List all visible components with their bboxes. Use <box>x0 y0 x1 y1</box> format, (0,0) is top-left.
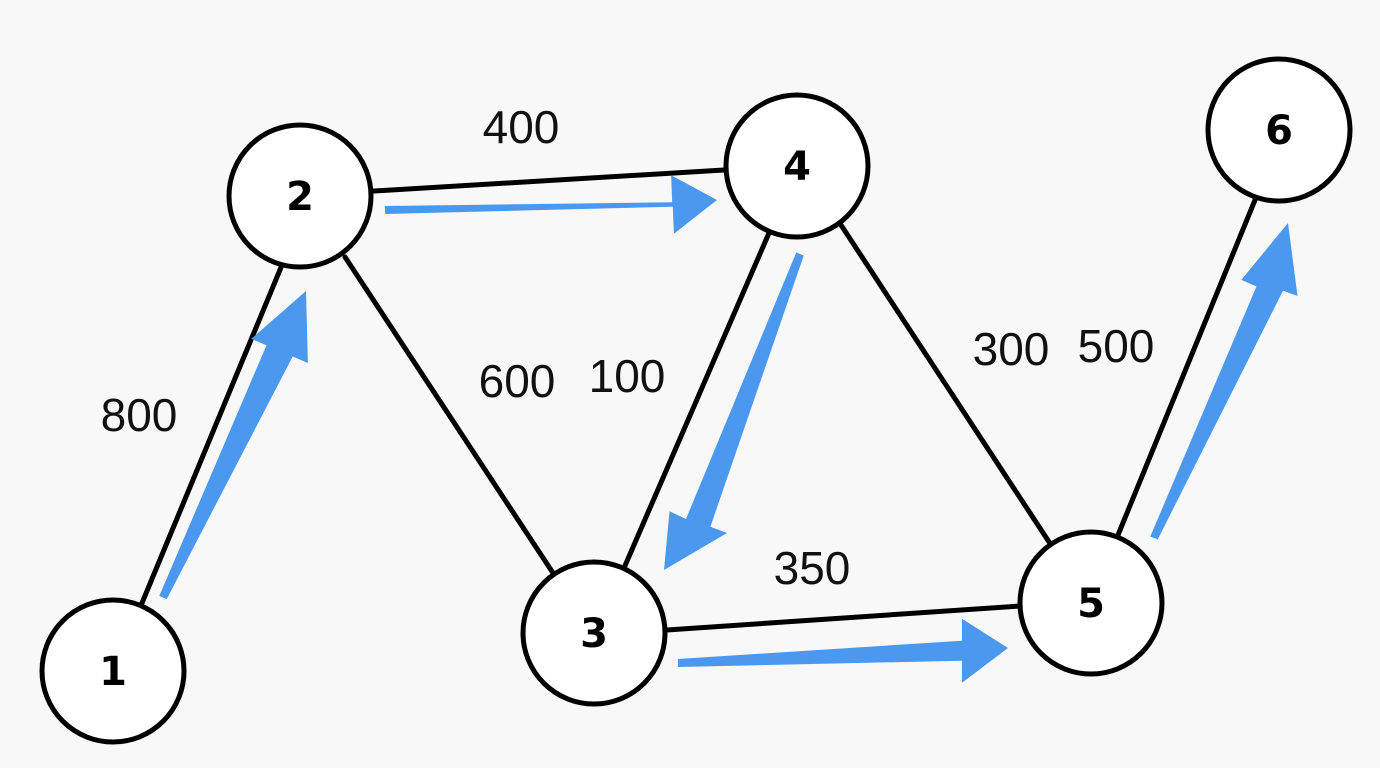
edge-1-2 <box>139 262 285 606</box>
path-arrow-2-to-4 <box>384 175 717 234</box>
path-arrow-1-to-2 <box>159 291 308 600</box>
edge-weight-4-5: 300 <box>973 323 1050 375</box>
path-arrow-5-to-6 <box>1150 223 1298 540</box>
node-3-label: 3 <box>580 611 608 657</box>
edge-2-3 <box>342 254 556 576</box>
node-4-circle <box>723 92 871 240</box>
edge-weight-3-5: 350 <box>774 542 851 594</box>
node-6-circle <box>1205 56 1353 204</box>
node-1[interactable]: 1 <box>39 597 187 745</box>
path-arrow-3-to-5 <box>678 618 1008 683</box>
edge-weight-1-2: 800 <box>101 389 178 441</box>
edge-2-4 <box>371 167 727 194</box>
edge-3-5 <box>664 603 1023 633</box>
edge-weight-2-3: 600 <box>479 355 556 407</box>
node-2-label: 2 <box>286 174 314 220</box>
node-6-label: 6 <box>1265 108 1293 154</box>
node-4-label: 4 <box>783 144 811 190</box>
node-5[interactable]: 5 <box>1017 529 1165 677</box>
node-3[interactable]: 3 <box>520 559 668 707</box>
edge-weight-2-4: 400 <box>483 101 560 153</box>
path-arrow-4-to-3 <box>664 252 804 570</box>
node-5-label: 5 <box>1077 581 1105 627</box>
edge-4-5 <box>838 222 1056 551</box>
node-6[interactable]: 6 <box>1205 56 1353 204</box>
node-1-circle <box>39 597 187 745</box>
node-4[interactable]: 4 <box>723 92 871 240</box>
node-2-circle <box>226 122 374 270</box>
edge-4-3 <box>621 230 772 571</box>
node-5-circle <box>1017 529 1165 677</box>
edge-weight-4-3: 100 <box>589 350 666 402</box>
node-2[interactable]: 2 <box>226 122 374 270</box>
edge-5-6 <box>1115 197 1258 538</box>
node-3-circle <box>520 559 668 707</box>
edge-weight-5-6: 500 <box>1078 320 1155 372</box>
node-1-label: 1 <box>99 649 127 695</box>
